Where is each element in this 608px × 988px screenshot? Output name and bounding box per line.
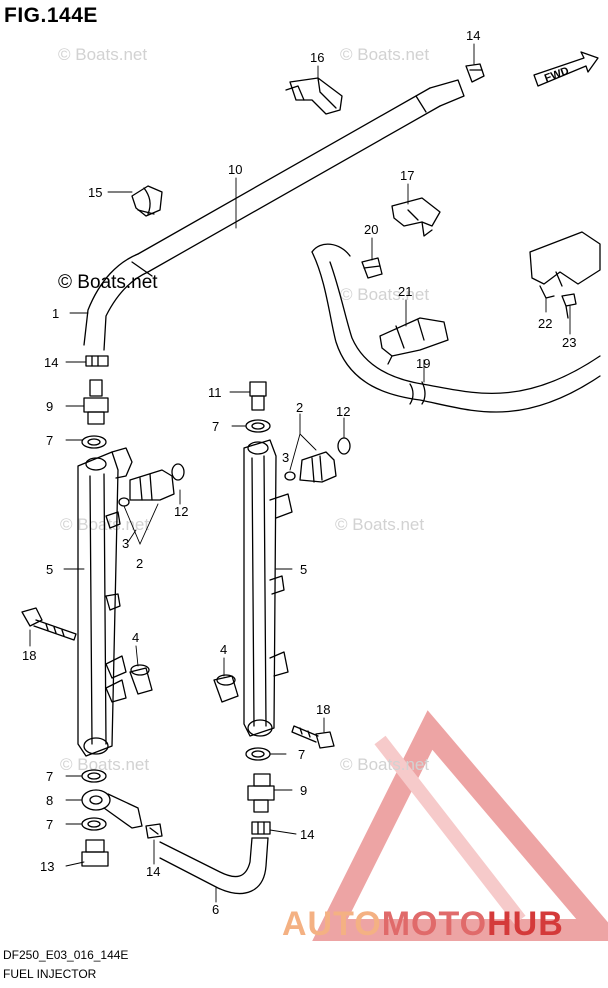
banjo-fitting-8 [81, 789, 143, 829]
clip-14 [465, 63, 485, 83]
boats-watermark-main: © Boats.net [58, 272, 158, 293]
watermark: © Boats.net [58, 45, 147, 64]
callout-6: 6 [212, 902, 219, 917]
callout-4: 4 [132, 630, 139, 645]
fuel-rail-right [243, 439, 293, 737]
callout-3: 3 [122, 536, 129, 551]
bracket-22 [529, 231, 601, 299]
fwd-arrow-icon [533, 51, 599, 87]
hose-6 [159, 837, 269, 895]
callout-12: 12 [336, 404, 350, 419]
clamp-17 [391, 197, 441, 237]
brand-part-moto: MOTO [381, 905, 488, 943]
leader-lines [29, 43, 571, 903]
grommet-4 [129, 664, 153, 695]
callout-15: 15 [88, 185, 102, 200]
callout-7: 7 [298, 747, 305, 762]
washer-7 [245, 419, 271, 433]
clip-14 [85, 355, 109, 367]
callout-2: 2 [296, 400, 303, 415]
callout-10: 10 [228, 162, 242, 177]
bolt-11 [249, 381, 267, 411]
brand-part-auto: AUTO [282, 905, 382, 943]
clamp-15 [131, 185, 163, 217]
callout-18: 18 [316, 702, 330, 717]
washer-7 [81, 817, 107, 831]
hose-19 [311, 243, 601, 413]
watermark: © Boats.net [340, 285, 429, 304]
callout-16: 16 [310, 50, 324, 65]
brand-logo-icon [312, 710, 608, 941]
watermark: © Boats.net [335, 515, 424, 534]
callout-12: 12 [174, 504, 188, 519]
callout-5: 5 [300, 562, 307, 577]
callout-14: 14 [466, 28, 480, 43]
callout-4: 4 [220, 642, 227, 657]
clamp-21 [379, 317, 449, 365]
callout-14: 14 [300, 827, 314, 842]
callout-21: 21 [398, 284, 412, 299]
washer-7 [245, 747, 271, 761]
washer-7 [81, 435, 107, 449]
callout-1: 1 [52, 306, 59, 321]
callout-14: 14 [146, 864, 160, 879]
fitting-9 [247, 773, 275, 813]
callout-17: 17 [400, 168, 414, 183]
watermark: © Boats.net [60, 755, 149, 774]
fwd-label: FWD [543, 65, 571, 85]
callout-7: 7 [46, 769, 53, 784]
callout-11: 11 [208, 385, 222, 400]
watermark: © Boats.net [340, 755, 429, 774]
callout-18: 18 [22, 648, 36, 663]
callout-2: 2 [136, 556, 143, 571]
watermark: © Boats.net [340, 45, 429, 64]
callout-7: 7 [46, 817, 53, 832]
callout-14: 14 [44, 355, 58, 370]
bolt-18 [21, 607, 77, 641]
callout-22: 22 [538, 316, 552, 331]
callout-13: 13 [40, 859, 54, 874]
callout-9: 9 [300, 783, 307, 798]
injector-2 [118, 463, 185, 507]
callout-8: 8 [46, 793, 53, 808]
injector-2 [284, 437, 351, 483]
clamp-16 [285, 77, 343, 115]
fitting-9 [83, 379, 109, 425]
brand-part-hub: HUB [487, 905, 564, 943]
fuel-rail-left [77, 447, 133, 757]
clip-20 [361, 257, 383, 279]
callout-20: 20 [364, 222, 378, 237]
hose-10 [83, 79, 465, 351]
callout-23: 23 [562, 335, 576, 350]
figure-title: FIG.144E [4, 4, 98, 27]
bolt-13 [81, 839, 109, 867]
clip-14 [145, 823, 163, 839]
clip-14 [251, 821, 271, 835]
callout-7: 7 [212, 419, 219, 434]
callout-19: 19 [416, 356, 430, 371]
grommet-4 [213, 674, 239, 703]
figure-code: DF250_E03_016_144E [3, 948, 129, 962]
callout-3: 3 [282, 450, 289, 465]
callout-7: 7 [46, 433, 53, 448]
bolt-18 [291, 725, 335, 749]
callout-labels: 14 16 10 15 17 20 21 22 23 19 1 14 9 11 … [22, 28, 576, 917]
callout-5: 5 [46, 562, 53, 577]
figure-subtitle: FUEL INJECTOR [3, 967, 97, 981]
bolt-23 [561, 293, 577, 319]
callout-9: 9 [46, 399, 53, 414]
brand-wordmark: AUTOMOTOHUB [282, 905, 564, 944]
